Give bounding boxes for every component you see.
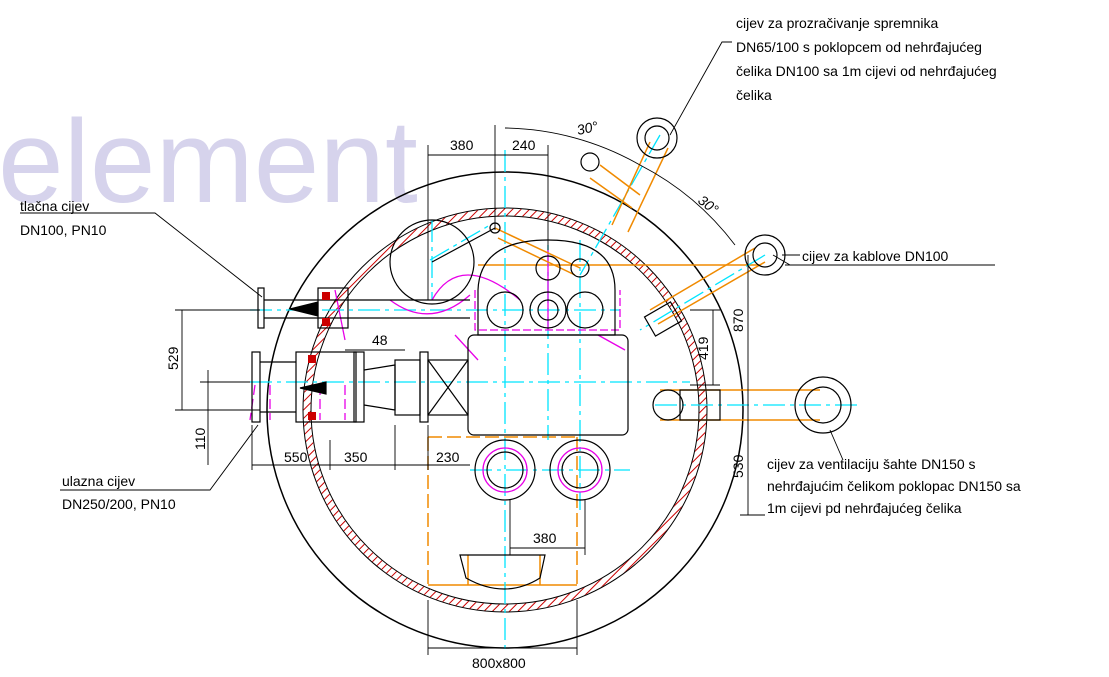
wall-sleeves: [308, 292, 330, 420]
label-vent-tank-line-3: čelika DN100 sa 1m cijevi od nehrđajućeg: [736, 63, 997, 79]
dim-870: 870: [730, 308, 746, 332]
leader-lines: [20, 41, 995, 491]
dimension-lines: [175, 125, 765, 655]
angle-30-right: 30°: [695, 192, 722, 218]
dim-230: 230: [436, 449, 460, 465]
label-inlet-pipe-line-2: DN250/200, PN10: [62, 496, 176, 512]
label-vent-shaft-line-1: cijev za ventilaciju šahte DN150 s: [767, 456, 976, 472]
dim-350: 350: [344, 449, 368, 465]
dim-380-bottom: 380: [533, 530, 557, 546]
dim-530: 530: [730, 454, 746, 478]
access-opening: [427, 264, 760, 586]
equipment-outlines: [251, 117, 852, 590]
magenta-elements: [249, 250, 626, 493]
label-vent-tank-line-1: cijev za prozračivanje spremnika: [736, 15, 939, 31]
dim-240: 240: [512, 137, 536, 153]
dim-800x800: 800x800: [472, 655, 526, 671]
annotation-labels: cijev za prozračivanje spremnika DN65/10…: [20, 15, 1021, 516]
dim-48: 48: [372, 332, 388, 348]
watermark-text: element: [0, 96, 418, 228]
dim-380-top: 380: [450, 137, 474, 153]
label-vent-tank-line-2: DN65/100 s poklopcem od nehrđajućeg: [736, 39, 982, 55]
dim-529: 529: [165, 346, 181, 370]
label-inlet-pipe-line-1: ulazna cijev: [62, 473, 135, 489]
label-vent-shaft-line-3: 1m cijevi pd nehrđajućeg čelika: [767, 500, 962, 516]
label-cable-pipe: cijev za kablove DN100: [802, 248, 949, 264]
dim-419: 419: [695, 336, 711, 360]
angle-30-top: 30°: [575, 118, 599, 138]
label-pressure-pipe-line-2: DN100, PN10: [20, 222, 107, 238]
label-vent-tank-line-4: čelika: [736, 87, 772, 103]
label-vent-shaft-line-2: nehrđajućim čelikom poklopac DN150 sa: [767, 478, 1021, 494]
dim-550: 550: [284, 449, 308, 465]
dim-110: 110: [192, 427, 208, 450]
label-pressure-pipe-line-1: tlačna cijev: [20, 198, 89, 214]
